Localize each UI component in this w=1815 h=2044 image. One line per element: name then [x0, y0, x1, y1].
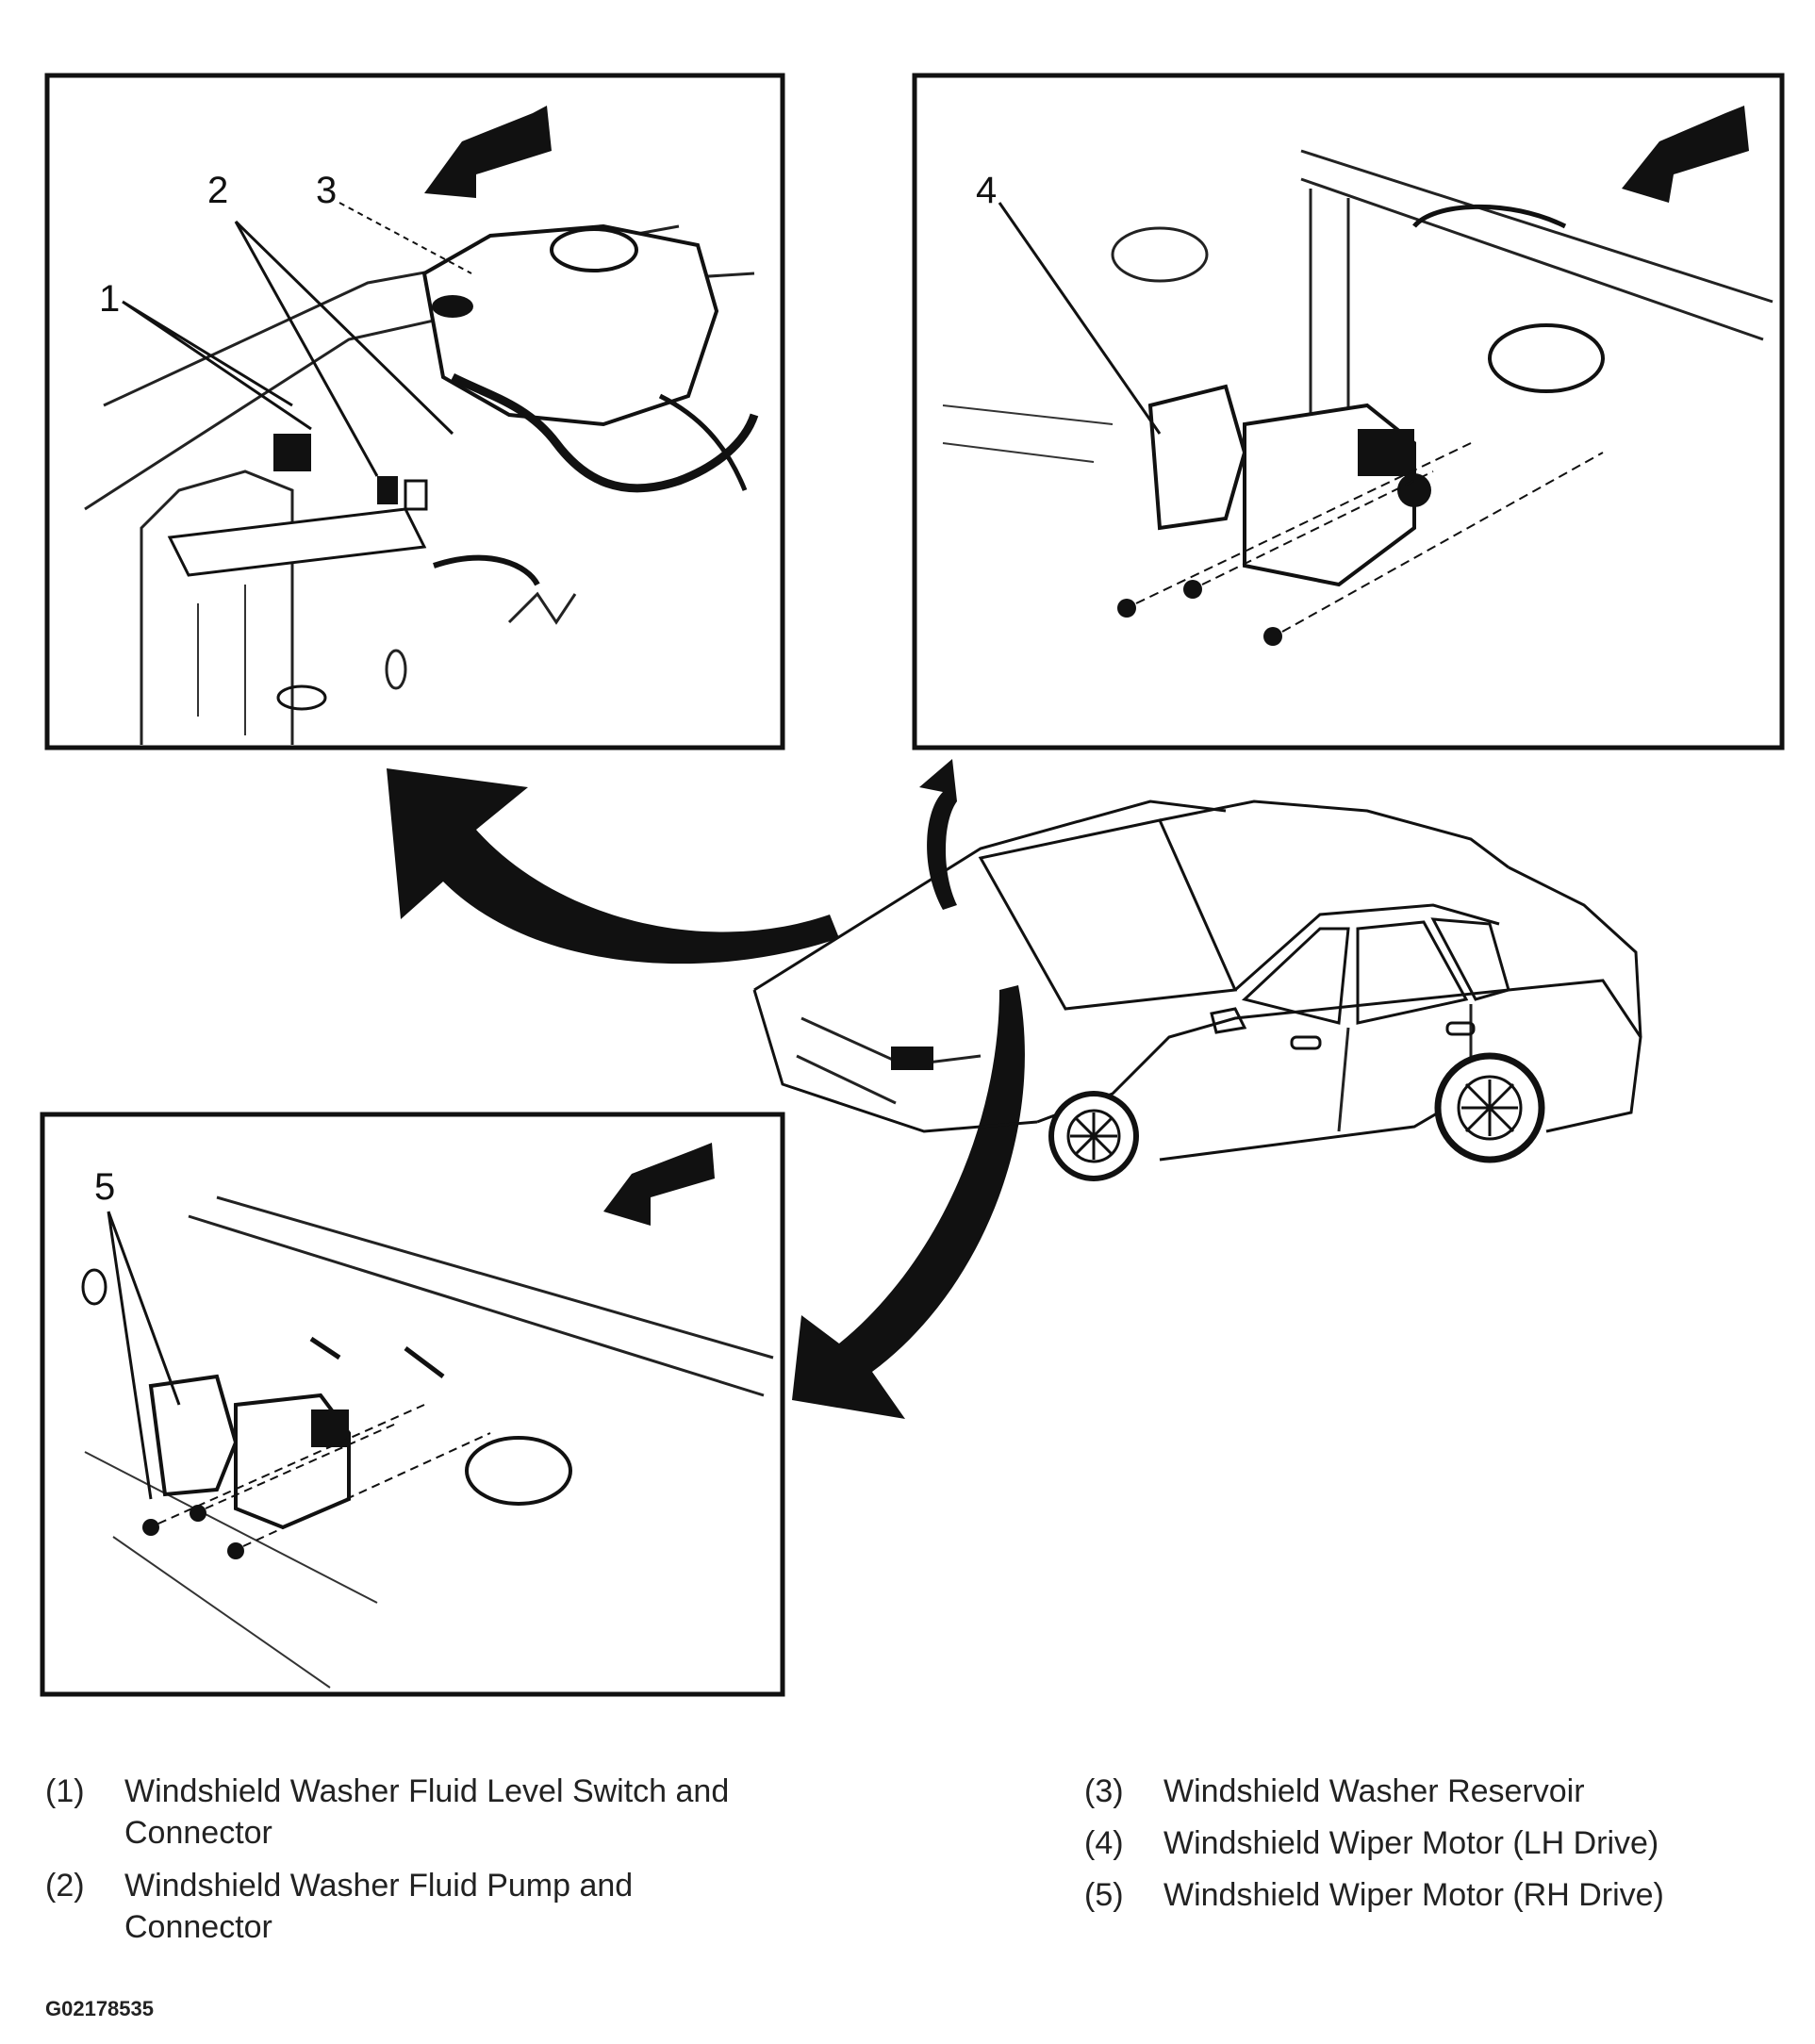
legend-number: (2): [45, 1868, 85, 1904]
legend-number: (3): [1084, 1773, 1124, 1809]
forward-direction-arrow-icon: [1622, 106, 1749, 203]
curved-pointer-arrow-icon: [792, 985, 1025, 1419]
forward-direction-arrow-icon: [603, 1143, 715, 1226]
callout-2: 2: [207, 170, 228, 211]
front-wheel: [1048, 1091, 1139, 1181]
curved-pointer-arrow-icon: [387, 768, 839, 964]
legend-number: (1): [45, 1773, 85, 1809]
curved-pointer-arrow-icon: [919, 759, 957, 910]
rear-wheel: [1434, 1052, 1545, 1163]
forward-direction-arrow-icon: [424, 106, 552, 198]
callout-5: 5: [94, 1166, 115, 1208]
callout-4: 4: [976, 170, 997, 211]
figure-id: G02178535: [45, 1997, 154, 2020]
legend-number: (5): [1084, 1877, 1124, 1913]
legend-item-1: (1) Windshield Washer Fluid Level Switch…: [45, 1771, 729, 1854]
panel-washer-components: 1 2 3: [44, 73, 785, 750]
legend-text: Windshield Washer Reservoir: [1163, 1773, 1585, 1809]
legend-number: (4): [1084, 1825, 1124, 1861]
legend-text: Windshield Wiper Motor (RH Drive): [1163, 1877, 1664, 1913]
legend-item-2: (2) Windshield Washer Fluid Pump and Con…: [45, 1865, 633, 1948]
panel-wiper-motor-rh: 5: [40, 1112, 785, 1697]
legend-text: Windshield Washer Fluid Level Switch and…: [124, 1773, 730, 1851]
vehicle-illustration: [752, 799, 1642, 1181]
legend-item-4: (4) Windshield Wiper Motor (LH Drive): [1084, 1822, 1658, 1864]
legend-text: Windshield Washer Fluid Pump and Connect…: [124, 1868, 634, 1945]
callout-3: 3: [316, 170, 337, 211]
legend-text: Windshield Wiper Motor (LH Drive): [1163, 1825, 1659, 1861]
callout-1: 1: [99, 278, 120, 320]
wiper-motor-lh: [1147, 384, 1431, 587]
legend-item-5: (5) Windshield Wiper Motor (RH Drive): [1084, 1874, 1664, 1916]
legend-item-3: (3) Windshield Washer Reservoir: [1084, 1771, 1585, 1812]
service-diagram: 1 2 3 4: [40, 73, 1785, 1697]
panel-wiper-motor-lh: 4: [912, 73, 1785, 750]
